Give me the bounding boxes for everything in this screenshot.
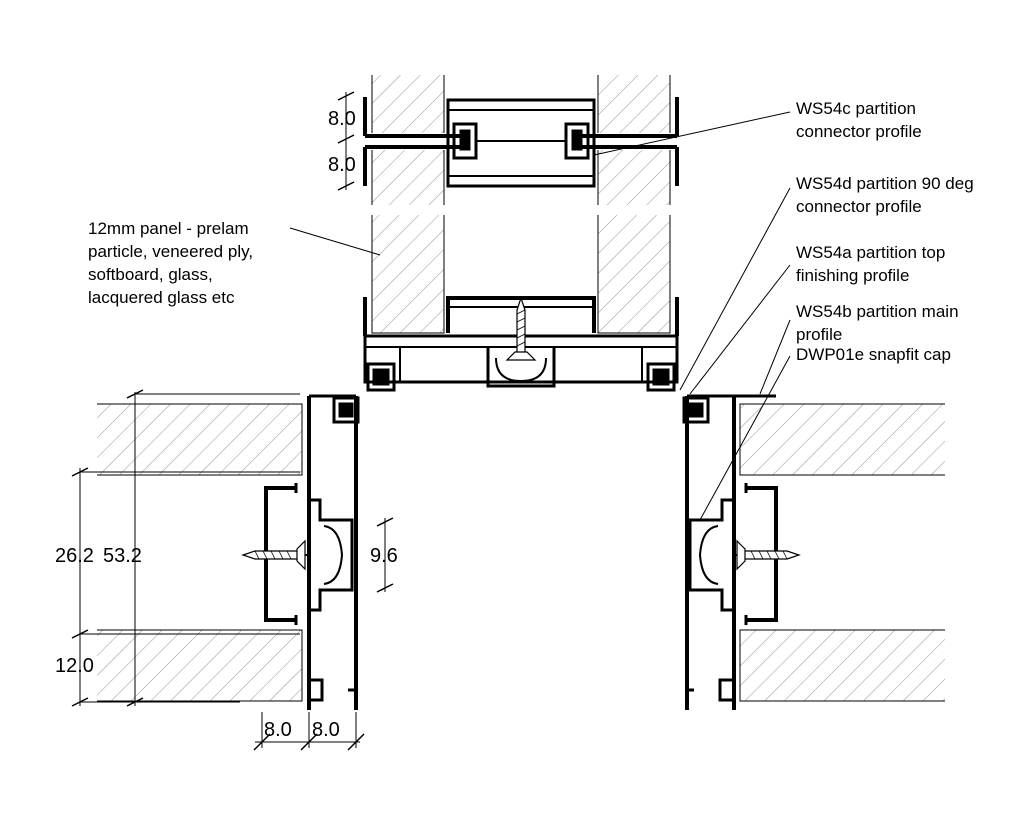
annotation-ws54c: WS54c partition connector profile [796, 99, 922, 141]
annotation-dwp01e: DWP01e snapfit cap [796, 345, 951, 364]
annotation-ws54a-line1: WS54a partition top [796, 243, 945, 262]
annotation-ws54a-line2: finishing profile [796, 266, 909, 285]
dim-26-2: 26.2 [55, 545, 94, 567]
leader-lines [289, 111, 791, 521]
annotation-panel-line1: 12mm panel - prelam [88, 219, 249, 238]
top-panels [371, 75, 671, 334]
annotation-ws54b: WS54b partition main profile [796, 302, 959, 344]
annotation-ws54d-line1: WS54d partition 90 deg [796, 174, 974, 193]
annotation-ws54c-line1: WS54c partition [796, 99, 916, 118]
annotation-panel-line3: softboard, glass, [88, 265, 213, 284]
dim-53-2: 53.2 [103, 545, 142, 567]
dim-top-upper: 8.0 [328, 108, 356, 130]
dim-bottom-left: 8.0 [264, 719, 292, 741]
annotation-ws54c-line2: connector profile [796, 122, 922, 141]
annotation-ws54b-line1: WS54b partition main [796, 302, 959, 321]
annotation-ws54b-line2: profile [796, 325, 842, 344]
annotation-ws54a: WS54a partition top finishing profile [796, 243, 945, 285]
annotation-panel-line2: particle, veneered ply, [88, 242, 253, 261]
annotation-dwp01e-line1: DWP01e snapfit cap [796, 345, 951, 364]
ws54b-main-profile-left [264, 394, 360, 710]
right-screw-icon [736, 540, 800, 570]
annotation-ws54d-line2: connector profile [796, 197, 922, 216]
annotation-panel-line4: lacquered glass etc [88, 288, 235, 307]
right-panels [739, 403, 945, 702]
dim-bottom-right: 8.0 [312, 719, 340, 741]
dim-top-lower: 8.0 [328, 154, 356, 176]
dim-9-6: 9.6 [370, 545, 398, 567]
dim-12-0: 12.0 [55, 655, 94, 677]
left-screw-icon [242, 540, 306, 570]
annotation-ws54d: WS54d partition 90 deg connector profile [796, 174, 974, 216]
left-panels [97, 403, 303, 702]
ws54c-connector-profile [363, 97, 679, 188]
dimension-lines [71, 91, 394, 751]
annotation-panel: 12mm panel - prelam particle, veneered p… [88, 219, 253, 307]
